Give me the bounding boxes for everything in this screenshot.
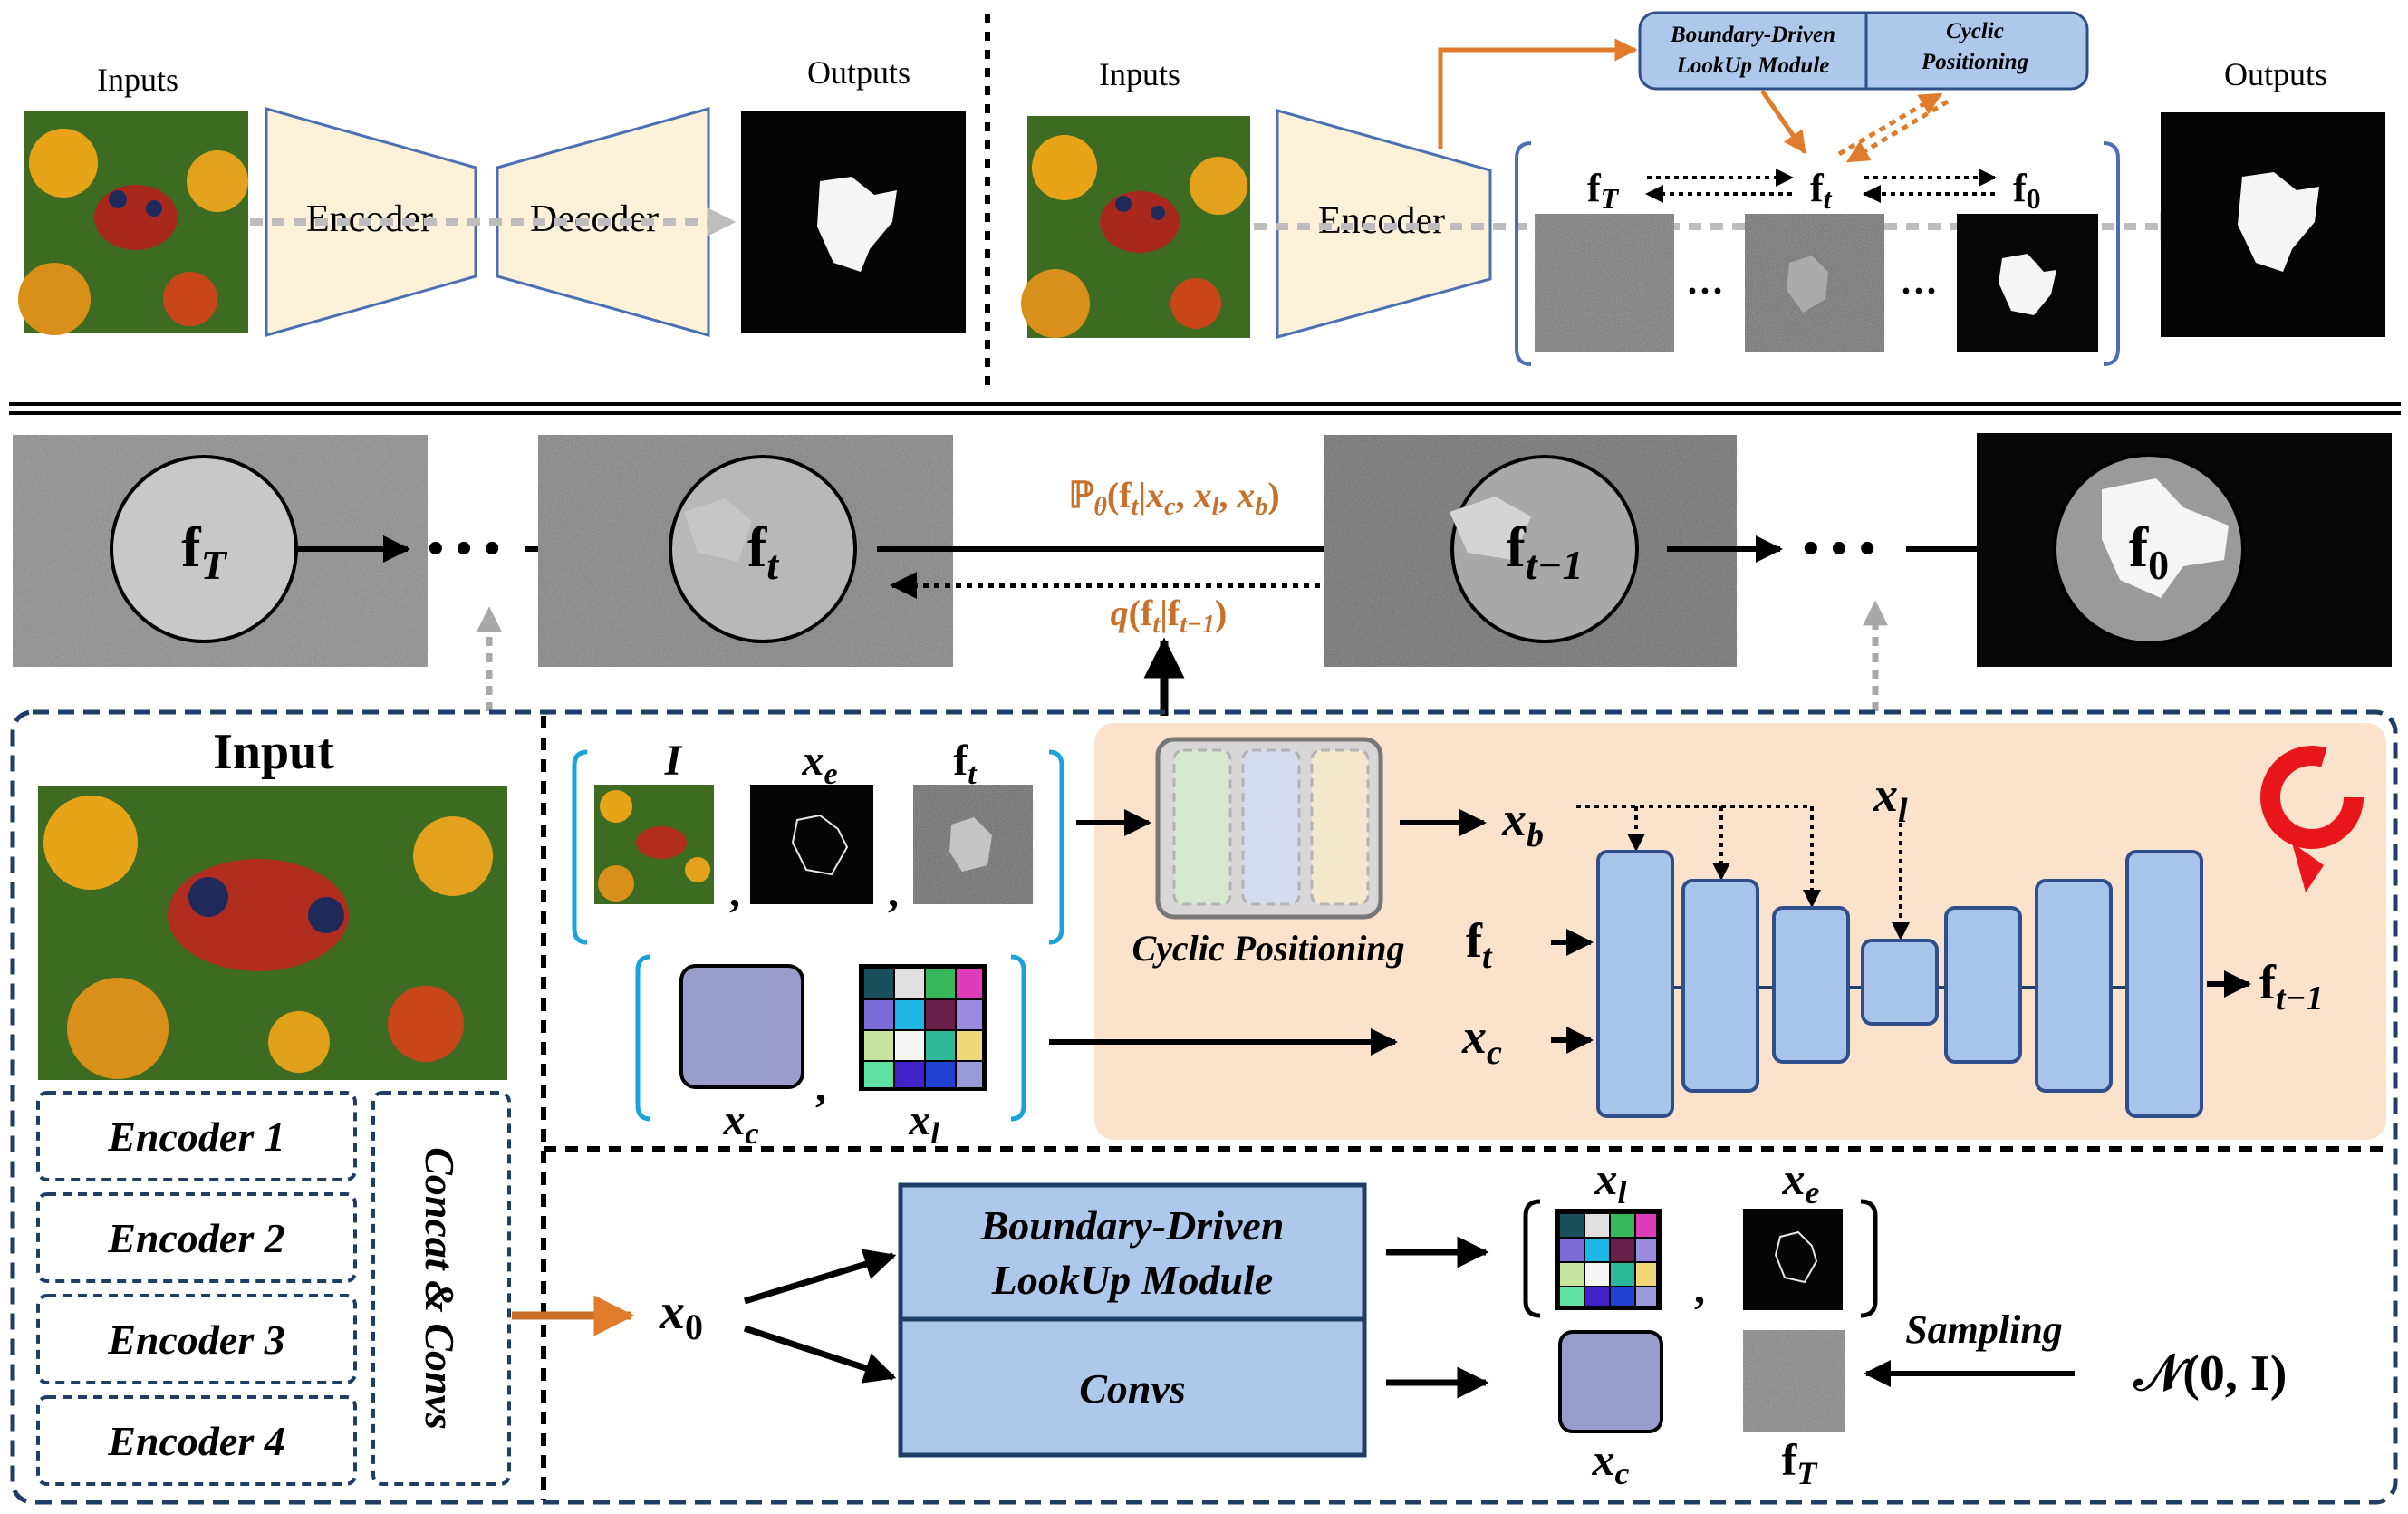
diffusion-chain: fT • • • ft ℙθ(ft|xc, xl, xb) q(ft|ft−1)…	[13, 433, 2392, 716]
label-ft-cond: ft	[953, 737, 978, 791]
label-xe-out: xe	[1782, 1153, 1820, 1210]
cond-image-ft	[913, 785, 1033, 904]
chain-ellipsis-2: • • •	[1803, 523, 1876, 574]
svg-text:,: ,	[888, 868, 899, 916]
noise-image-fT	[1535, 214, 1674, 352]
noise-label: 𝒩(0, I)	[2133, 1345, 2288, 1402]
state-f0: f0	[2013, 166, 2041, 215]
backward-label: q(ft|ft−1)	[1111, 593, 1228, 639]
sampling-label: Sampling	[1905, 1307, 2063, 1352]
label-xl-cond: xl	[908, 1096, 939, 1151]
output-mask	[741, 111, 966, 333]
xc-swatch	[679, 964, 804, 1089]
label-xe: xe	[801, 737, 837, 791]
xe-image-out	[1743, 1209, 1843, 1310]
chain-ellipsis-1: • • •	[428, 523, 501, 574]
conditioning-block: I xe ft , , Cyclic Positioning	[572, 723, 2386, 1151]
encoder-3-label: Encoder 3	[107, 1316, 285, 1363]
cond-image-xe	[750, 785, 873, 904]
inputs-label: Inputs	[97, 62, 178, 98]
module-right-line2: Positioning	[1921, 50, 2028, 74]
cyclic-positioning-icon	[1155, 737, 1383, 920]
mask-image-f0	[1957, 214, 2098, 352]
bdlm-line2: LookUp Module	[991, 1257, 1274, 1303]
noise-image-ft	[1745, 214, 1884, 352]
out-bracket-left	[1523, 1199, 1541, 1318]
module-to-ft-arrow	[1759, 89, 1807, 155]
xl-grid	[859, 964, 987, 1091]
input-butterfly-image	[38, 786, 507, 1080]
inputs-label-2: Inputs	[1099, 56, 1180, 92]
cond-bracket-left-1	[572, 749, 588, 945]
chain-frame-ft1: ft−1	[1324, 435, 1737, 667]
output-mask-2	[2161, 112, 2385, 337]
ellipsis-2: ···	[1900, 271, 1938, 313]
bdlm-box	[898, 1182, 1367, 1322]
out-bracket-right	[1860, 1199, 1878, 1318]
orange-feed-arrow	[1438, 38, 1638, 149]
label-xl-out: xl	[1594, 1153, 1626, 1210]
bottom-frame	[10, 709, 2398, 1505]
label-xc-cond: xc	[722, 1096, 758, 1151]
outputs-label-2: Outputs	[2224, 56, 2327, 92]
encoder-2-label: Encoder 2	[107, 1215, 285, 1261]
cyclic-positioning-label: Cyclic Positioning	[1132, 928, 1404, 969]
butterfly-image-2	[1021, 116, 1250, 338]
ft-cyclic-dotted-2	[1845, 99, 1950, 164]
cond-bracket-left-2	[635, 954, 651, 1122]
cond-image-I	[594, 785, 714, 904]
refresh-icon	[2260, 746, 2364, 892]
ft-cyclic-dotted-1	[1837, 92, 1943, 157]
encoder-1-label: Encoder 1	[107, 1114, 285, 1160]
svg-text:,: ,	[729, 868, 740, 916]
chain-frame-f0: f0	[1977, 433, 2392, 667]
encoder-label-2: Encoder	[1318, 200, 1445, 242]
forward-label: ℙθ(ft|xc, xl, xb)	[1068, 475, 1279, 521]
input-encoders-panel: Input Encoder 1 Encoder 2 Encoder 3 Enco…	[36, 724, 511, 1486]
module-right-line1: Cyclic	[1946, 19, 2004, 43]
fT-noise-out	[1743, 1330, 1845, 1432]
cond-bracket-right-1	[1048, 749, 1064, 945]
xc-swatch-out	[1558, 1330, 1663, 1433]
bdlm-line1: Boundary-Driven	[980, 1202, 1285, 1249]
state-bracket-left	[1515, 141, 1532, 366]
top-right-panel: Inputs Encoder Boundary-Driven LookUp Mo…	[1021, 11, 2385, 366]
svg-text:,: ,	[815, 1063, 826, 1111]
ellipsis-1: ···	[1686, 271, 1724, 313]
butterfly-image	[18, 111, 248, 335]
prior-block: x0 Boundary-Driven LookUp Module Convs x…	[512, 1153, 2287, 1491]
encoder-trapezoid-2	[1276, 109, 1492, 339]
cond-bracket-right-2	[1010, 954, 1026, 1122]
label-xc-out: xc	[1592, 1434, 1630, 1491]
module-left-line1: Boundary-Driven	[1670, 23, 1835, 47]
unet	[1596, 850, 2203, 1118]
xl-grid-out	[1555, 1209, 1662, 1310]
outputs-label: Outputs	[807, 54, 910, 91]
decoder-label: Decoder	[530, 198, 659, 240]
state-bracket-right	[2103, 141, 2120, 366]
convs-box	[898, 1316, 1367, 1458]
encoder-4-label: Encoder 4	[107, 1418, 285, 1464]
label-fT-out: fT	[1782, 1434, 1819, 1491]
state-fT: fT	[1587, 166, 1620, 215]
concat-convs-label: Concat & Convs	[417, 1147, 463, 1430]
input-title: Input	[213, 724, 334, 780]
label-ft1-output: ft−1	[2259, 955, 2324, 1017]
module-box: Boundary-Driven LookUp Module Cyclic Pos…	[1638, 11, 2089, 91]
svg-text:,: ,	[1694, 1265, 1705, 1313]
chain-node-ft: ft	[747, 515, 779, 588]
state-ft: ft	[1810, 166, 1833, 215]
label-I: I	[664, 737, 684, 785]
encoder-stack: Encoder 1 Encoder 2 Encoder 3 Encoder 4 …	[36, 1091, 511, 1486]
label-x0: x0	[659, 1284, 703, 1347]
top-left-panel: Inputs Encoder Decoder Outputs	[18, 54, 966, 337]
convs-label: Convs	[1079, 1365, 1186, 1412]
module-left-line2: LookUp Module	[1676, 53, 1830, 78]
